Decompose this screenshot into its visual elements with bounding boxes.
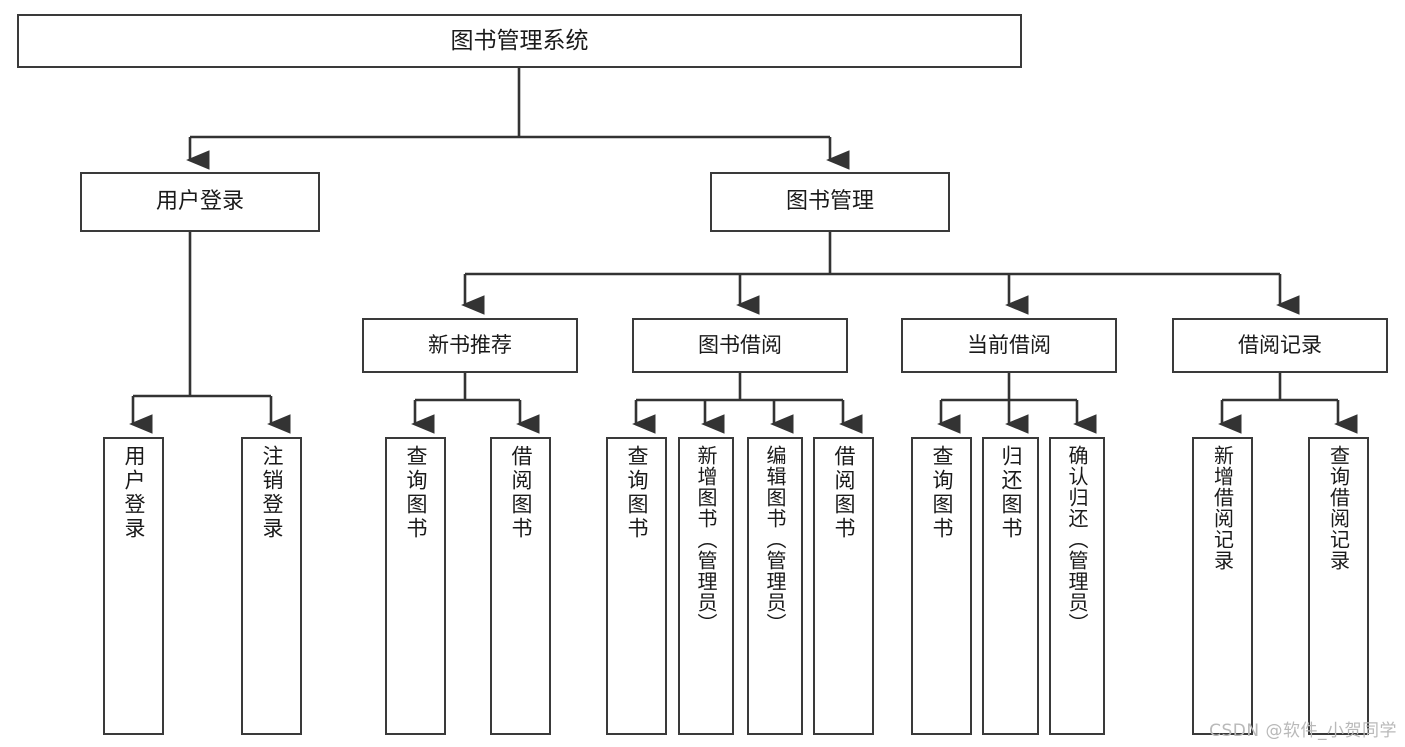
node-label: 借阅图书 [509, 445, 533, 541]
node-label: 图书管理系统 [450, 27, 589, 54]
node-book-management[interactable]: 图书管理 [710, 172, 950, 232]
node-label: 归还图书 [999, 445, 1023, 541]
node-label: 查询借阅记录 [1326, 445, 1351, 571]
node-user-login[interactable]: 用户登录 [80, 172, 320, 232]
leaf-borrow-book-recommend[interactable]: 借阅图书 [490, 437, 551, 735]
node-label: 编辑图书（管理员） [763, 445, 787, 634]
node-borrow-record[interactable]: 借阅记录 [1172, 318, 1388, 373]
node-label: 当前借阅 [967, 333, 1051, 358]
node-label: 新增借阅记录 [1210, 445, 1235, 571]
leaf-add-book-admin[interactable]: 新增图书（管理员） [678, 437, 734, 735]
leaf-query-book-current[interactable]: 查询图书 [911, 437, 972, 735]
node-label: 新书推荐 [428, 333, 512, 358]
node-label: 查询图书 [625, 445, 649, 541]
node-label: 借阅图书 [832, 445, 856, 541]
leaf-query-book-borrow[interactable]: 查询图书 [606, 437, 667, 735]
node-label: 查询图书 [404, 445, 428, 541]
leaf-add-borrow-record[interactable]: 新增借阅记录 [1192, 437, 1253, 735]
node-root-system[interactable]: 图书管理系统 [17, 14, 1022, 68]
leaf-return-book[interactable]: 归还图书 [982, 437, 1039, 735]
node-current-borrow[interactable]: 当前借阅 [901, 318, 1117, 373]
node-label: 图书借阅 [698, 333, 782, 358]
node-label: 图书管理 [785, 189, 874, 215]
node-new-book-recommend[interactable]: 新书推荐 [362, 318, 578, 373]
node-label: 确认归还（管理员） [1065, 445, 1089, 634]
node-label: 查询图书 [930, 445, 954, 541]
leaf-query-borrow-record[interactable]: 查询借阅记录 [1308, 437, 1369, 735]
leaf-edit-book-admin[interactable]: 编辑图书（管理员） [747, 437, 803, 735]
node-label: 用户登录 [155, 189, 244, 215]
leaf-logout[interactable]: 注销登录 [241, 437, 302, 735]
node-label: 借阅记录 [1238, 333, 1322, 358]
node-book-borrow[interactable]: 图书借阅 [632, 318, 848, 373]
leaf-borrow-book[interactable]: 借阅图书 [813, 437, 874, 735]
leaf-user-login[interactable]: 用户登录 [103, 437, 164, 735]
node-label: 新增图书（管理员） [694, 445, 718, 634]
leaf-query-book-recommend[interactable]: 查询图书 [385, 437, 446, 735]
watermark-text: CSDN @软件_小贺同学 [1209, 721, 1397, 741]
node-label: 注销登录 [260, 445, 284, 541]
leaf-confirm-return-admin[interactable]: 确认归还（管理员） [1049, 437, 1105, 735]
node-label: 用户登录 [122, 445, 146, 541]
